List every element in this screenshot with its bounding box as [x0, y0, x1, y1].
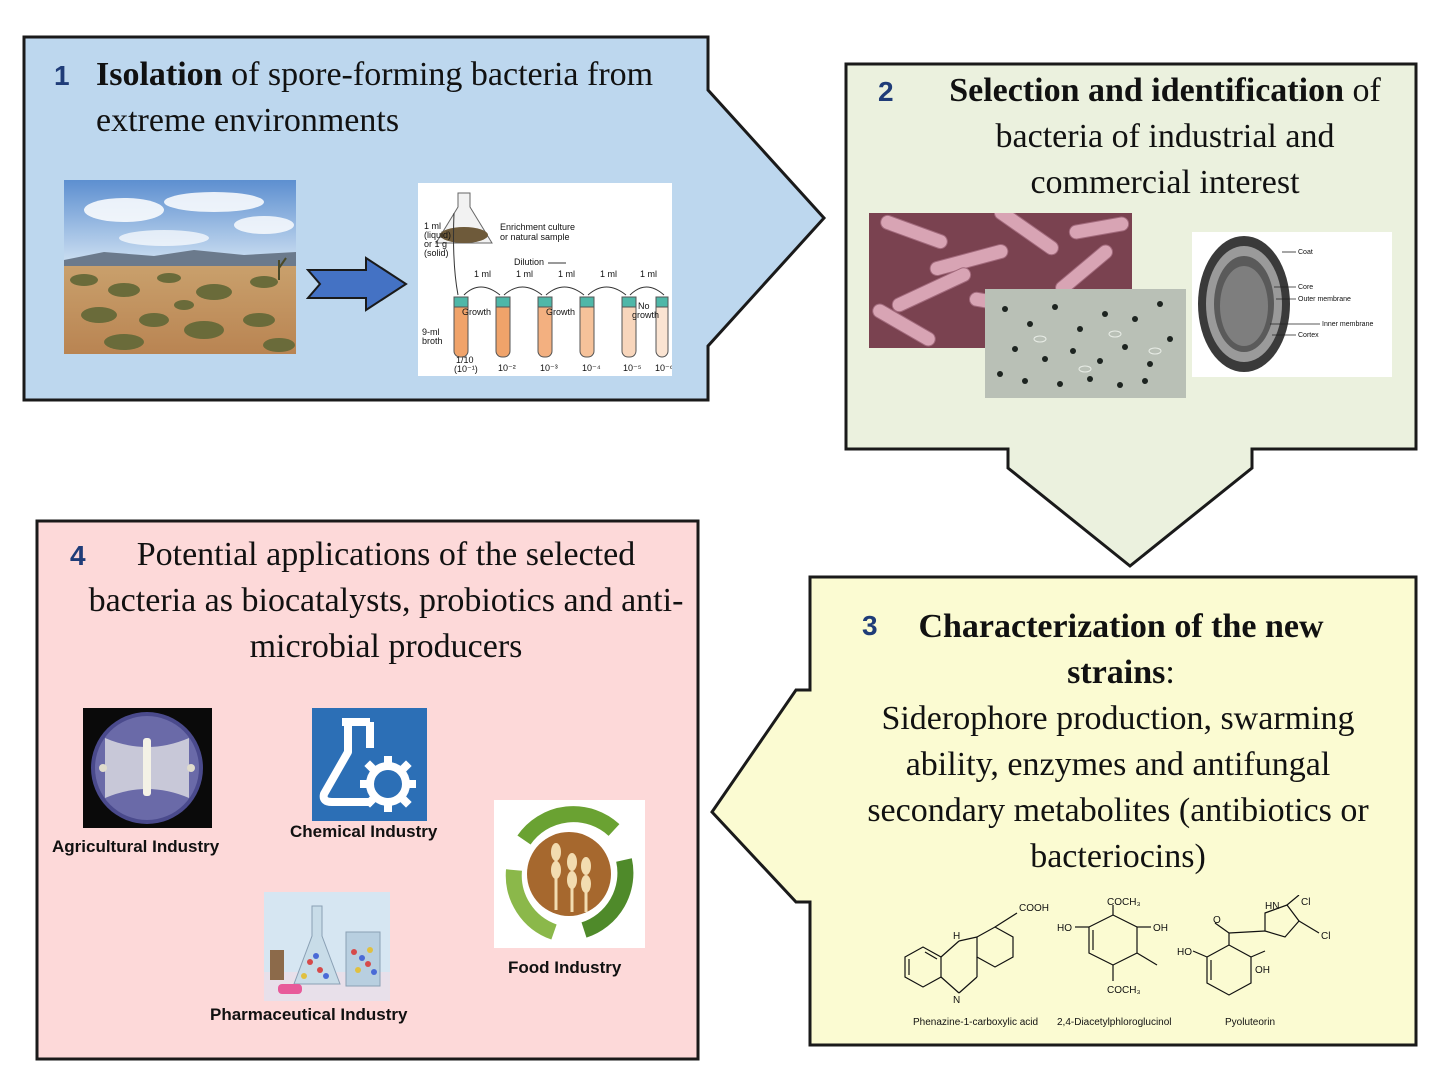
chemical-structures: H N COOH Phenazine-1-carboxylic acid COC… — [904, 895, 1330, 1028]
step3-body: Siderophore production, swarming ability… — [867, 700, 1369, 875]
step3-title-colon: : — [1165, 654, 1175, 691]
step4-number: 4 — [70, 540, 86, 571]
food-industry-icon — [494, 800, 645, 948]
spores-micrograph — [985, 289, 1186, 398]
volume-3: or 1 g — [424, 239, 447, 249]
agricultural-industry-label: Agricultural Industry — [52, 837, 220, 856]
chemical-industry-label: Chemical Industry — [290, 822, 438, 841]
phenazine-name: Phenazine-1-carboxylic acid — [913, 1017, 1038, 1028]
dilution-d2: 10⁻² — [498, 363, 516, 373]
phenazine-n-bottom: N — [953, 995, 960, 1006]
spore-structure-diagram: Coat Core Outer membrane Inner membrane … — [1192, 232, 1392, 377]
broth-1: 9-ml — [422, 327, 440, 337]
dapg-top: COCH₃ — [1107, 897, 1141, 908]
chemical-industry-icon — [312, 708, 427, 821]
dilution-d6: 10⁻⁶ — [655, 363, 672, 373]
step4-title: Potential applications of the selected b… — [88, 536, 684, 665]
dapg-ho: HO — [1057, 923, 1072, 934]
desert-photo — [64, 180, 296, 354]
dilution-label: Dilution — [514, 257, 544, 267]
serial-dilution-diagram: Enrichment culture or natural sample 1 m… — [418, 183, 672, 376]
step3-title-bold: Characterization of the new strains — [918, 608, 1324, 691]
step2-title-bold: Selection and identification — [949, 72, 1344, 109]
dilution-d1b: (10⁻¹) — [454, 364, 478, 374]
pyoluteorin-cl2: Cl — [1321, 931, 1330, 942]
pharmaceutical-photo — [264, 892, 390, 1001]
pyoluteorin-structure — [1192, 895, 1320, 996]
pyoluteorin-name: Pyoluteorin — [1225, 1017, 1275, 1028]
food-industry-label: Food Industry — [508, 958, 622, 977]
dapg-name: 2,4-Diacetylphloroglucinol — [1057, 1017, 1172, 1028]
phenazine-structure — [904, 912, 1018, 994]
step3-title: Characterization of the new strains: — [886, 604, 1356, 696]
spore-label-core: Core — [1298, 284, 1313, 291]
blue-arrow-icon — [306, 256, 408, 312]
step1-title: Isolation of spore-forming bacteria from… — [96, 52, 696, 144]
step1-title-bold: Isolation — [96, 56, 223, 93]
pyoluteorin-o: O — [1213, 915, 1221, 926]
transfer-1: 1 ml — [474, 269, 491, 279]
phenazine-nh-top: H — [953, 931, 960, 942]
dapg-bottom: COCH₃ — [1107, 985, 1141, 996]
pyoluteorin-cl1: Cl — [1301, 897, 1310, 908]
pyoluteorin-oh: OH — [1255, 965, 1270, 976]
dapg-structure — [1075, 905, 1158, 981]
volume-2: (liquid) — [424, 230, 451, 240]
dilution-d4: 10⁻⁴ — [582, 363, 601, 373]
flask-label-2: or natural sample — [500, 232, 570, 242]
transfer-5: 1 ml — [640, 269, 657, 279]
dilution-d3: 10⁻³ — [540, 363, 558, 373]
step3-number: 3 — [862, 610, 878, 641]
volume-1: 1 ml — [424, 221, 441, 231]
step2-title: Selection and identification of bacteria… — [920, 68, 1410, 206]
no-growth-2: growth — [632, 310, 659, 320]
flask-label-1: Enrichment culture — [500, 222, 575, 232]
broth-2: broth — [422, 336, 443, 346]
dapg-oh: OH — [1153, 923, 1168, 934]
spore-label-inner-membrane: Inner membrane — [1322, 321, 1373, 328]
spore-label-cortex: Cortex — [1298, 332, 1319, 339]
pyoluteorin-ho: HO — [1177, 947, 1192, 958]
dilution-d1: 1/10 — [456, 355, 474, 365]
spore-label-outer-membrane: Outer membrane — [1298, 296, 1351, 303]
step1-number: 1 — [54, 60, 70, 91]
pharmaceutical-industry-label: Pharmaceutical Industry — [210, 1005, 408, 1024]
no-growth-1: No — [638, 301, 650, 311]
step1-title-rest: of spore-forming bacteria from extreme e… — [96, 56, 654, 139]
phenazine-cooh: COOH — [1019, 903, 1049, 914]
step3-arrow-block — [710, 575, 1418, 1047]
transfer-2: 1 ml — [516, 269, 533, 279]
transfer-3: 1 ml — [558, 269, 575, 279]
spore-label-coat: Coat — [1298, 249, 1313, 256]
growth-label-1: Growth — [462, 307, 491, 317]
agricultural-petri-dish — [83, 708, 212, 828]
step2-number: 2 — [878, 76, 894, 107]
pyoluteorin-hn: HN — [1265, 901, 1279, 912]
transfer-4: 1 ml — [600, 269, 617, 279]
step2-title-rest: of bacteria of industrial and commercial… — [995, 72, 1381, 201]
dilution-d5: 10⁻⁵ — [623, 363, 642, 373]
volume-4: (solid) — [424, 248, 449, 258]
growth-label-2: Growth — [546, 307, 575, 317]
